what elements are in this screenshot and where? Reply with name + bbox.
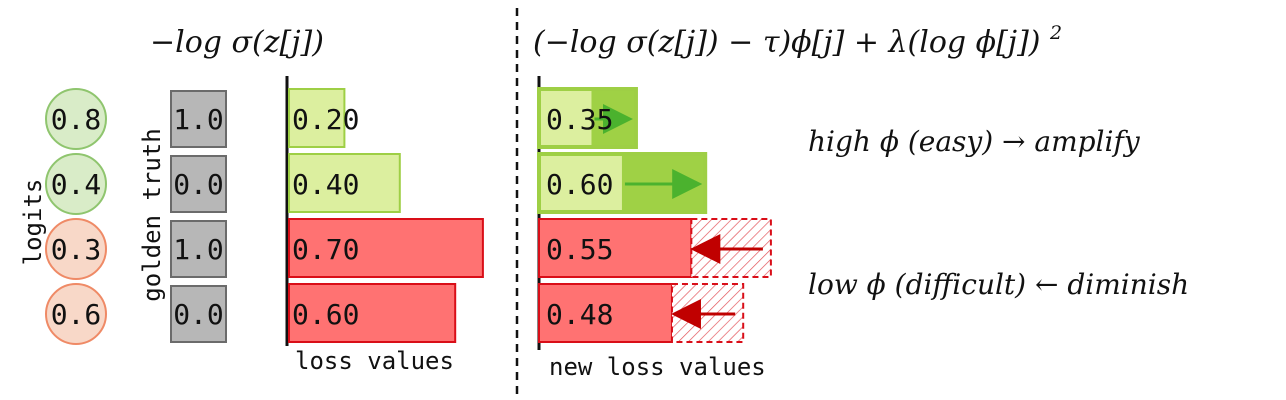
golden-truth-box (170, 155, 227, 213)
original-loss-overlay (541, 156, 622, 210)
high-phi-label: high ϕ (easy) → amplify (808, 125, 1141, 158)
golden-truth-label: golden truth (138, 128, 166, 301)
loss-bar (288, 283, 457, 343)
golden-truth-value: 1.0 (173, 103, 224, 136)
low-phi-label: low ϕ (difficult) ← diminish (808, 268, 1189, 301)
golden-truth-box (170, 220, 227, 278)
left-formula: −log σ(z[j]) (150, 25, 324, 60)
loss-values-label: loss values (295, 347, 454, 375)
new-loss-bar (538, 218, 693, 278)
data-rows: 0.8 1.0 0.20 0.35 0.4 0.0 0.40 0.60 0.3 1.0 0.70 0.… (45, 87, 772, 345)
logit-circle (45, 283, 107, 345)
new-loss-value-label: 0.55 (546, 233, 613, 266)
golden-truth-value: 0.0 (173, 298, 224, 331)
logits-label: logits (19, 179, 47, 266)
new-loss-values-label: new loss values (549, 353, 766, 381)
logit-circle (45, 153, 107, 215)
right-formula-body: (−log σ(z[j]) − τ)ϕ[j] + λ(log ϕ[j]) (533, 25, 1041, 60)
new-loss-value-label: 0.48 (546, 298, 613, 331)
golden-truth-value: 1.0 (173, 233, 224, 266)
loss-value-label: 0.40 (292, 168, 359, 201)
logit-value: 0.3 (51, 233, 102, 266)
logit-value: 0.6 (51, 298, 102, 331)
loss-value-label: 0.60 (292, 298, 359, 331)
loss-bar (288, 88, 346, 148)
loss-bar (288, 218, 484, 278)
logit-value: 0.4 (51, 168, 102, 201)
loss-bar (288, 153, 401, 213)
golden-truth-box (170, 285, 227, 343)
logit-circle (45, 88, 107, 150)
original-loss-overlay (541, 91, 592, 145)
loss-value-label: 0.20 (292, 103, 359, 136)
new-loss-value-label: 0.60 (546, 168, 613, 201)
golden-truth-value: 0.0 (173, 168, 224, 201)
golden-truth-box (170, 90, 227, 148)
right-formula: (−log σ(z[j]) − τ)ϕ[j] + λ(log ϕ[j]) 2 (533, 22, 1062, 60)
loss-value-label: 0.70 (292, 233, 359, 266)
new-loss-value-label: 0.35 (546, 103, 613, 136)
right-formula-exponent: 2 (1049, 22, 1062, 44)
logit-circle (45, 218, 107, 280)
logit-value: 0.8 (51, 103, 102, 136)
